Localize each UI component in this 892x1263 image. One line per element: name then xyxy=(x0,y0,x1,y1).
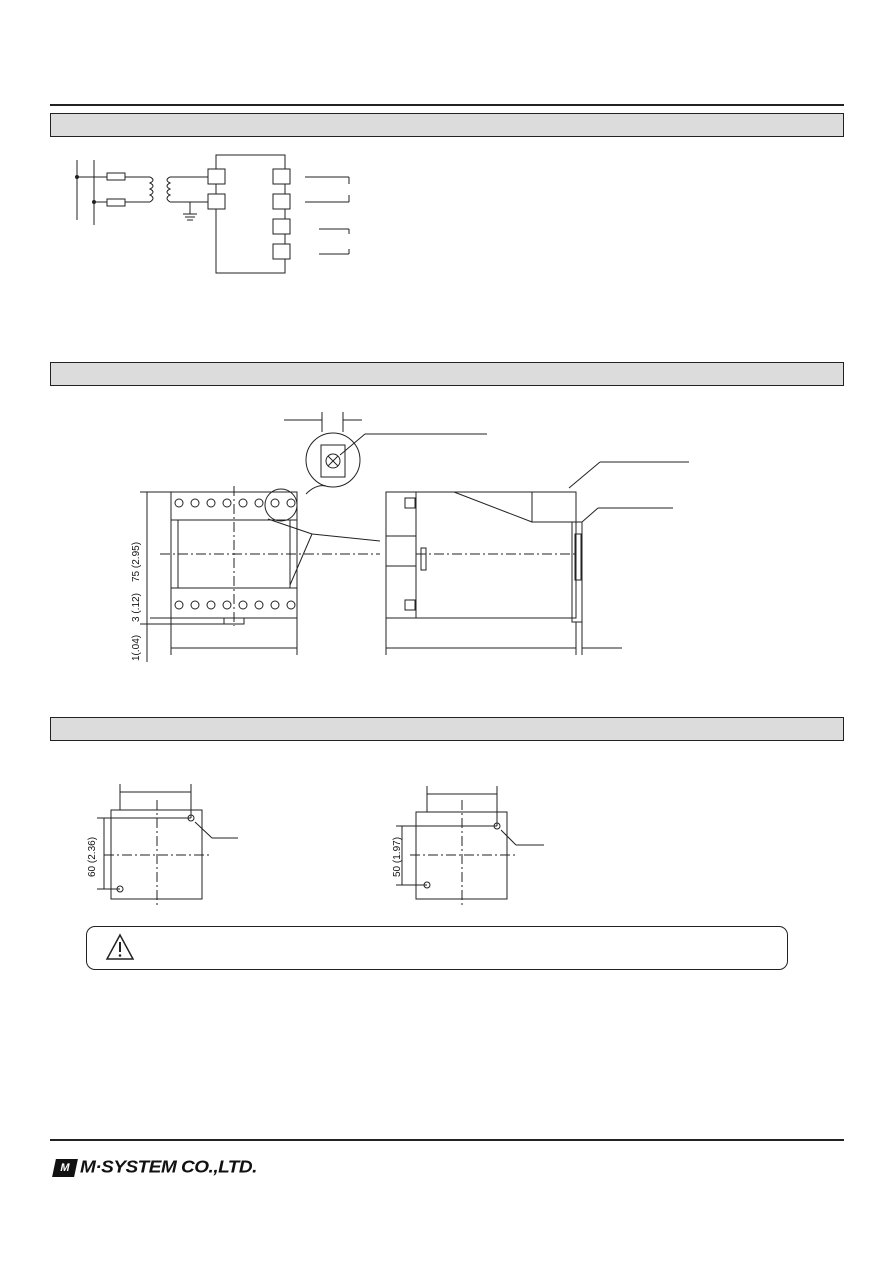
warning-triangle-icon xyxy=(105,933,135,960)
section-header-connection xyxy=(50,113,844,137)
dim-rail-offset: 3 (.12) xyxy=(131,593,142,622)
dim-base-offset: 1(.04) xyxy=(131,635,142,661)
dim-hole-spacing-a: 60 (2.36) xyxy=(87,837,98,877)
dim-height-main: 75 (2.95) xyxy=(131,542,142,582)
company-logo: M M·SYSTEM CO.,LTD. xyxy=(52,1157,257,1179)
dim-hole-spacing-b: 50 (1.97) xyxy=(392,837,403,877)
section-header-mounting xyxy=(50,717,844,741)
section-header-dimensions xyxy=(50,362,844,386)
footer-rule xyxy=(50,1139,844,1141)
logo-mark: M xyxy=(52,1159,78,1177)
top-rule xyxy=(50,104,844,106)
company-name: M·SYSTEM CO.,LTD. xyxy=(80,1158,257,1177)
caution-box xyxy=(86,926,788,970)
